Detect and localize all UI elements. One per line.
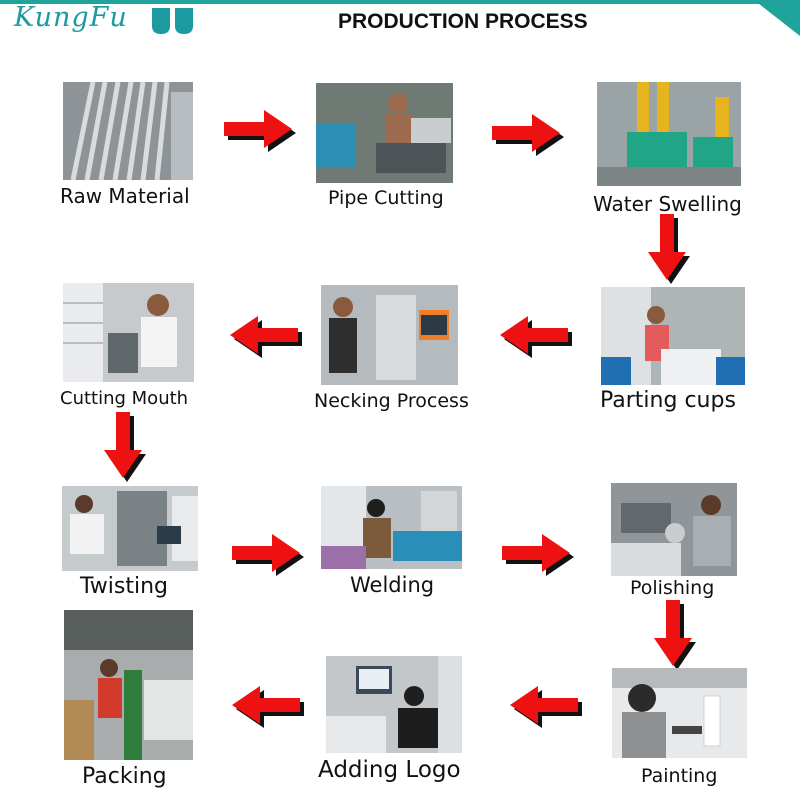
packing-line-photo (64, 610, 193, 760)
cutting-mouth-worker-photo (63, 283, 194, 382)
hydraulic-press-photo (597, 82, 741, 186)
step-photo-cutting-mouth (63, 283, 194, 382)
step-photo-twisting (62, 486, 198, 571)
step-photo-polishing (611, 483, 737, 576)
step-label-cutting-mouth: Cutting Mouth (60, 388, 189, 409)
logo-printing-photo (326, 656, 462, 753)
arrow-right-3 (230, 532, 304, 578)
arrow-right-4 (500, 532, 574, 578)
step-label-packing: Packing (82, 764, 167, 789)
parting-cups-worker-photo (601, 287, 745, 385)
step-label-parting-cups: Parting cups (600, 388, 736, 413)
arrow-right-1 (222, 108, 296, 154)
step-label-painting: Painting (641, 765, 718, 787)
arrow-left-2 (498, 314, 572, 360)
arrow-left-3 (230, 684, 304, 730)
step-photo-raw-material (63, 82, 193, 180)
step-photo-water-swelling (597, 82, 741, 186)
step-label-water-swelling: Water Swelling (593, 192, 742, 216)
step-label-polishing: Polishing (630, 577, 715, 599)
page-title: PRODUCTION PROCESS (338, 10, 588, 33)
polishing-worker-photo (611, 483, 737, 576)
step-label-necking-process: Necking Process (314, 390, 469, 412)
step-label-twisting: Twisting (80, 574, 169, 599)
steel-pipes-photo (63, 82, 193, 180)
step-photo-painting (612, 668, 747, 758)
arrow-right-2 (490, 112, 564, 158)
step-photo-necking-process (321, 285, 458, 385)
arrow-down-2 (102, 410, 148, 482)
arrow-down-1 (646, 212, 692, 284)
brand-logo-icon (150, 6, 196, 36)
header-accent-bar (0, 0, 800, 4)
header-corner-accent (754, 0, 800, 36)
welding-worker-photo (321, 486, 462, 569)
spray-painting-photo (612, 668, 747, 758)
arrow-left-1 (228, 314, 302, 360)
step-photo-parting-cups (601, 287, 745, 385)
step-photo-adding-logo (326, 656, 462, 753)
step-photo-pipe-cutting (316, 83, 453, 183)
arrow-down-3 (652, 598, 698, 670)
pipe-cutting-worker-photo (316, 83, 453, 183)
step-label-pipe-cutting: Pipe Cutting (328, 187, 444, 209)
step-label-raw-material: Raw Material (60, 184, 190, 208)
necking-machine-photo (321, 285, 458, 385)
arrow-left-4 (508, 684, 582, 730)
twisting-machine-photo (62, 486, 198, 571)
step-label-welding: Welding (350, 573, 435, 597)
step-photo-packing (64, 610, 193, 760)
step-photo-welding (321, 486, 462, 569)
step-label-adding-logo: Adding Logo (318, 757, 461, 783)
brand-logo-text: KungFu (14, 2, 128, 33)
